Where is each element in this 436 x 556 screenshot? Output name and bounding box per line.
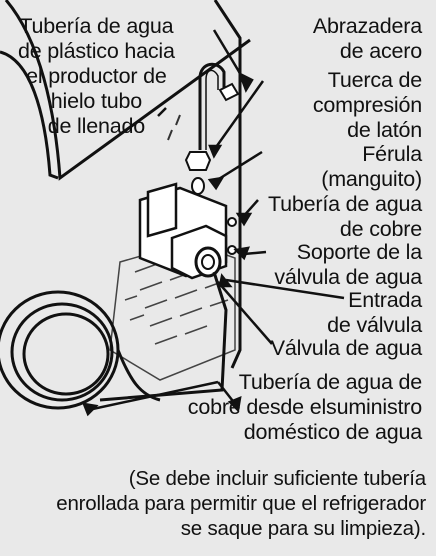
label-line: (manguito) — [321, 167, 422, 191]
label-line: el productor de — [26, 64, 167, 88]
label-valve-inlet: Entrada de válvula — [327, 288, 422, 338]
steel-clamp — [218, 82, 240, 102]
label-valve-bracket: Soporte de la válvula de agua — [274, 240, 422, 290]
label-line: Férula — [362, 142, 422, 166]
label-line: Soporte de la — [296, 240, 423, 264]
label-line: Abrazadera — [312, 14, 422, 38]
label-ferrule: Férula (manguito) — [321, 142, 422, 192]
back-panel-edge — [213, 0, 242, 369]
label-water-valve: Válvula de agua — [271, 336, 422, 361]
label-brass-nut: Tuerca de compresión de latón — [313, 68, 422, 143]
label-line: hielo tubo — [50, 89, 142, 113]
label-supply-tube: Tubería de agua de cobre desde elsuminis… — [188, 370, 422, 445]
label-steel-clamp: Abrazadera de acero — [313, 14, 422, 64]
coil-note: (Se debe incluir suficiente tubería enro… — [56, 466, 426, 541]
cabinet-edge — [0, 50, 59, 180]
label-plastic-tube: Tubería de agua de plástico hacia el pro… — [18, 14, 175, 139]
label-line: Tuerca de — [327, 68, 422, 92]
label-line: Tubería de agua de — [238, 370, 422, 394]
note-line: se saque para su limpieza). — [180, 517, 426, 540]
label-line: de plástico hacia — [18, 39, 175, 63]
label-line: Tubería de agua — [268, 192, 422, 216]
label-line: de válvula — [327, 313, 422, 337]
label-line: de acero — [339, 39, 422, 63]
label-line: Válvula de agua — [270, 336, 422, 360]
note-line: enrollada para permitir que el refrigera… — [56, 492, 426, 515]
solenoid — [146, 182, 178, 238]
label-line: compresión — [312, 93, 422, 117]
label-line: cobre desde elsuministro — [187, 395, 422, 419]
label-line: Entrada — [348, 288, 422, 312]
label-line: Tubería de agua — [19, 14, 174, 38]
coiled-supply-tube — [0, 290, 161, 410]
dashes — [167, 114, 181, 141]
cabinet-side — [4, 0, 251, 181]
mount-screw — [227, 217, 237, 227]
label-line: de latón — [347, 118, 422, 142]
label-line: doméstico de agua — [243, 420, 422, 444]
plastic-tube-inner — [205, 69, 219, 150]
brass-nut — [184, 151, 212, 171]
ferrule-sleeve — [191, 177, 205, 195]
label-copper-tube: Tubería de agua de cobre — [268, 192, 422, 242]
plastic-tube — [198, 62, 226, 150]
note-line: (Se debe incluir suficiente tubería — [128, 467, 426, 490]
label-line: de cobre — [339, 217, 422, 241]
leader-lines — [82, 29, 345, 417]
label-line: de llenado — [47, 114, 145, 138]
label-line: válvula de agua — [274, 265, 422, 289]
